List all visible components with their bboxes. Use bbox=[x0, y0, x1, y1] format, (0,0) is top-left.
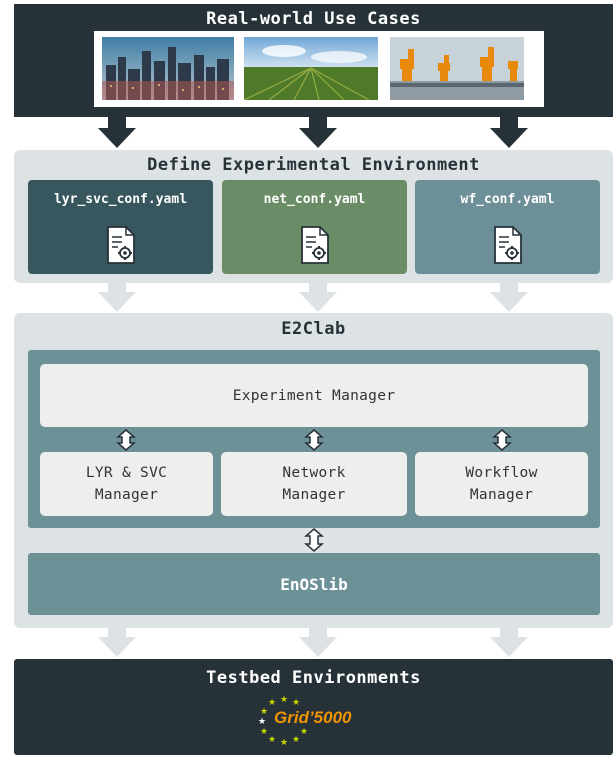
network-manager-line1: Network bbox=[282, 465, 346, 481]
net-conf-label: net_conf.yaml bbox=[263, 192, 366, 207]
double-arrow-2 bbox=[304, 429, 324, 451]
grid5000-star-ring: ★ ★ ★ ★ ★ ★ ★ ★ ★ ★ bbox=[258, 695, 308, 748]
workflow-manager-line2: Manager bbox=[469, 487, 534, 503]
down-arrow-3 bbox=[490, 116, 528, 148]
bidirectional-arrows-row bbox=[116, 429, 512, 451]
lyr-svc-manager-box[interactable]: LYR & SVC Manager bbox=[40, 452, 213, 516]
enoslib-double-arrow bbox=[304, 528, 324, 552]
svg-text:★: ★ bbox=[260, 727, 268, 737]
svg-text:★: ★ bbox=[292, 698, 300, 708]
down-arrow-light-5 bbox=[299, 627, 337, 657]
light-arrows-row-2 bbox=[98, 627, 528, 657]
dark-arrows-row bbox=[98, 116, 528, 148]
config-file-icon bbox=[300, 226, 329, 264]
double-arrow-3 bbox=[492, 429, 512, 451]
svg-text:★: ★ bbox=[268, 735, 276, 745]
down-arrow-1 bbox=[98, 116, 136, 148]
svg-text:★: ★ bbox=[280, 695, 288, 705]
workflow-manager-line1: Workflow bbox=[465, 465, 538, 481]
enoslib-box[interactable]: EnOSlib bbox=[28, 553, 600, 615]
grid5000-logo: ★ ★ ★ ★ ★ ★ ★ ★ ★ ★ Grid’5000 bbox=[252, 692, 382, 748]
grid5000-logo-text: Grid’5000 bbox=[274, 708, 352, 727]
experiment-manager-label: Experiment Manager bbox=[232, 387, 396, 404]
network-manager-line2: Manager bbox=[282, 487, 346, 503]
use-cases-title: Real-world Use Cases bbox=[206, 9, 421, 29]
svg-text:★: ★ bbox=[260, 707, 268, 717]
net-conf-card[interactable]: net_conf.yaml bbox=[222, 180, 407, 274]
lyr-svc-conf-label: lyr_svc_conf.yaml bbox=[53, 192, 188, 207]
use-cases-photo-strip bbox=[94, 31, 544, 107]
define-environment-title: Define Experimental Environment bbox=[147, 155, 480, 175]
down-arrow-light-2 bbox=[299, 282, 337, 312]
e2clab-title: E2Clab bbox=[281, 319, 346, 339]
testbed-panel: Testbed Environments ★ ★ ★ ★ ★ ★ ★ ★ ★ ★… bbox=[14, 659, 613, 755]
down-arrow-light-6 bbox=[490, 627, 528, 657]
city-image bbox=[102, 37, 234, 100]
down-arrow-light-4 bbox=[98, 627, 136, 657]
lyr-svc-manager-line1: LYR & SVC bbox=[85, 465, 168, 481]
svg-text:★: ★ bbox=[292, 735, 300, 745]
down-arrow-light-3 bbox=[490, 282, 528, 312]
config-file-icon bbox=[106, 226, 135, 264]
config-file-icon bbox=[493, 226, 522, 264]
svg-text:★: ★ bbox=[258, 717, 266, 727]
light-arrows-row-1 bbox=[98, 282, 528, 312]
down-arrow-2 bbox=[299, 116, 337, 148]
network-manager-box[interactable]: Network Manager bbox=[221, 452, 407, 516]
wf-conf-card[interactable]: wf_conf.yaml bbox=[415, 180, 600, 274]
crop-field-image bbox=[244, 37, 378, 100]
lyr-svc-manager-line2: Manager bbox=[94, 487, 159, 503]
testbed-title: Testbed Environments bbox=[206, 668, 421, 688]
svg-text:★: ★ bbox=[300, 727, 308, 737]
lyr-svc-conf-card[interactable]: lyr_svc_conf.yaml bbox=[28, 180, 213, 274]
factory-robots-image bbox=[390, 37, 524, 100]
down-arrow-light-1 bbox=[98, 282, 136, 312]
svg-text:★: ★ bbox=[268, 698, 276, 708]
svg-text:★: ★ bbox=[280, 738, 288, 748]
experiment-manager-box[interactable]: Experiment Manager bbox=[40, 364, 588, 427]
enoslib-label: EnOSlib bbox=[280, 574, 348, 594]
use-cases-panel: Real-world Use Cases bbox=[14, 4, 613, 117]
wf-conf-label: wf_conf.yaml bbox=[460, 192, 555, 207]
workflow-manager-box[interactable]: Workflow Manager bbox=[415, 452, 588, 516]
double-arrow-1 bbox=[116, 429, 136, 451]
